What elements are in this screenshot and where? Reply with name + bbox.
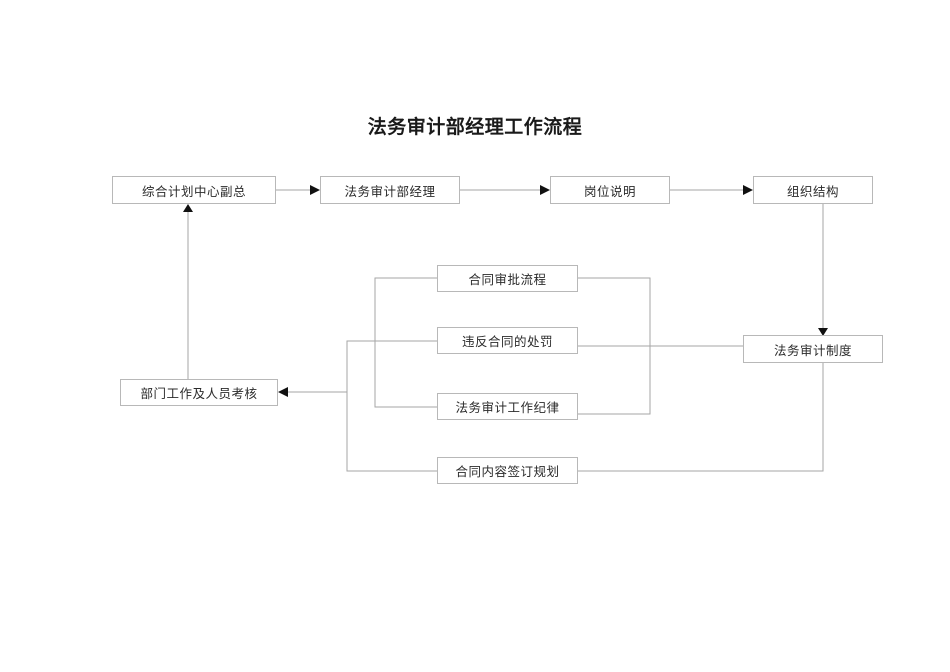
arrowhead-n2-n3 [540,185,550,195]
node-bumen-gongzuo-ji-renyuan-kaohe[interactable]: 部门工作及人员考核 [120,379,278,406]
node-zonghe-jihua-zhongxin-fuzong[interactable]: 综合计划中心副总 [112,176,276,204]
node-weifan-hetong-de-chufa[interactable]: 违反合同的处罚 [437,327,578,354]
arrowhead-n3-n4 [743,185,753,195]
node-fawu-shenji-bu-jingli[interactable]: 法务审计部经理 [320,176,460,204]
arrowhead-bus-n10 [278,387,288,397]
node-label: 部门工作及人员考核 [140,387,258,401]
node-label: 违反合同的处罚 [461,335,553,349]
node-label: 组织结构 [786,184,839,199]
node-label: 岗位说明 [583,184,636,199]
page-title: 法务审计部经理工作流程 [367,117,583,138]
node-zuzhi-jiegou[interactable]: 组织结构 [753,176,873,204]
edge-bus-inner-left [374,277,437,408]
node-hetong-neirong-qianding-guihua[interactable]: 合同内容签订规划 [437,457,578,484]
edge-right-bus [578,277,651,415]
node-label: 合同审批流程 [468,273,547,287]
node-label: 法务审计部经理 [344,184,436,199]
node-fawu-shenji-gongzuo-jilv[interactable]: 法务审计工作纪律 [437,393,578,420]
node-label: 合同内容签订规划 [455,465,560,479]
node-fawu-shenji-zhidu[interactable]: 法务审计制度 [743,335,883,363]
arrowhead-n10-n1 [183,204,193,212]
node-label: 法务审计工作纪律 [455,401,560,415]
edge-n8-n9-right [578,363,824,472]
node-hetong-shenpi-liucheng[interactable]: 合同审批流程 [437,265,578,292]
node-gangwei-shuoming[interactable]: 岗位说明 [550,176,670,204]
edge-bus-outer-left [346,340,437,472]
arrowhead-n1-n2 [310,185,320,195]
node-label: 综合计划中心副总 [141,184,246,199]
node-label: 法务审计制度 [773,343,852,358]
